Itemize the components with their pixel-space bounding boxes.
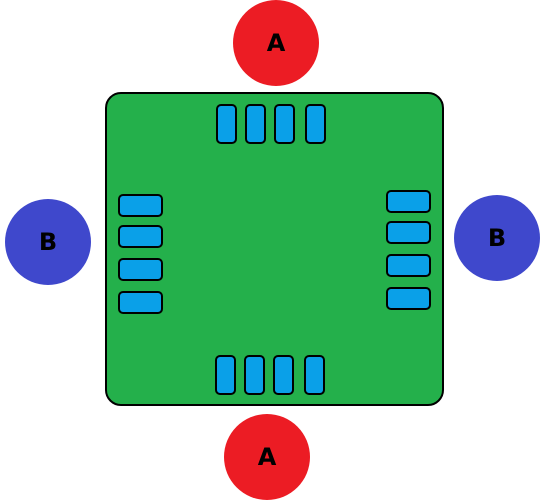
seat-left-label: B xyxy=(38,228,58,256)
right-slot-1 xyxy=(386,190,431,213)
top-slot-3 xyxy=(274,104,295,144)
top-slot-4 xyxy=(305,104,326,144)
bottom-slot-3 xyxy=(273,355,294,395)
bottom-slot-4 xyxy=(304,355,325,395)
seat-bottom-label: A xyxy=(257,443,277,471)
left-slot-4 xyxy=(118,291,163,314)
bottom-slot-2 xyxy=(244,355,265,395)
left-slot-1 xyxy=(118,194,163,217)
seat-bottom-a: A xyxy=(224,414,310,500)
right-slot-3 xyxy=(386,254,431,277)
right-slot-4 xyxy=(386,287,431,310)
seat-right-b: B xyxy=(454,195,540,281)
top-slot-2 xyxy=(245,104,266,144)
left-slot-3 xyxy=(118,258,163,281)
seat-left-b: B xyxy=(5,199,91,285)
seat-right-label: B xyxy=(487,224,507,252)
bottom-slot-1 xyxy=(215,355,236,395)
table-board xyxy=(105,92,444,406)
seat-top-a: A xyxy=(233,0,319,86)
seat-top-label: A xyxy=(266,29,286,57)
left-slot-2 xyxy=(118,225,163,248)
right-slot-2 xyxy=(386,221,431,244)
top-slot-1 xyxy=(216,104,237,144)
